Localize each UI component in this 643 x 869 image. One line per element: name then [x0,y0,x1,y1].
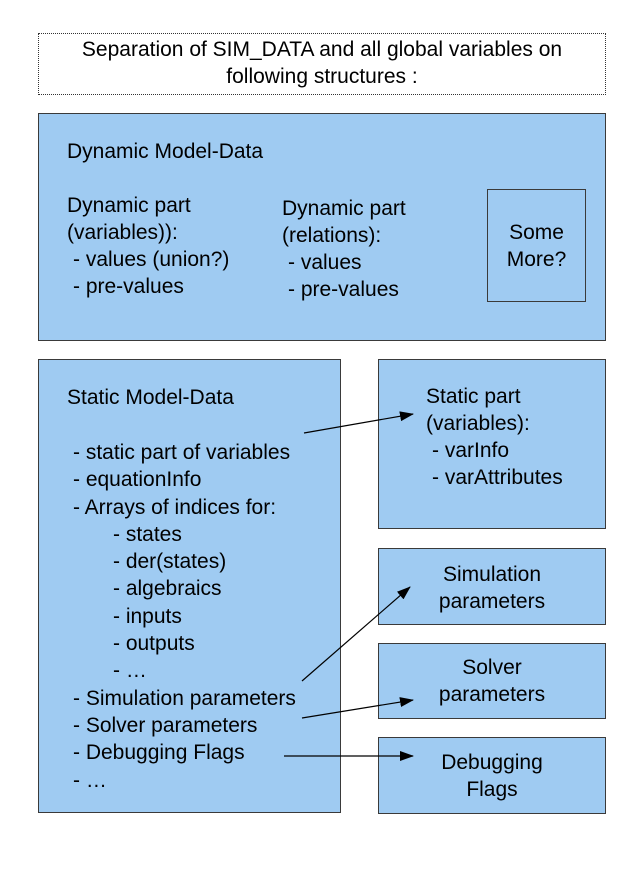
dynamic-vars-title-1: Dynamic part [67,194,191,217]
list-item: - … [113,659,147,683]
some-more-line-2: More? [506,248,567,271]
list-item: - der(states) [113,550,227,574]
list-item: - static part of variables [73,441,291,464]
some-more-line-1: Some [509,221,564,244]
title-line-1: Separation of SIM_DATA and all global va… [81,38,563,61]
list-item: - varInfo [432,439,510,462]
dynamic-vars-title-2: (variables)): [67,221,178,244]
dynamic-rels-title-2: (relations): [282,224,382,247]
dynamic-heading: Dynamic Model-Data [67,140,264,163]
dynamic-rels-title-1: Dynamic part [282,197,406,220]
list-item: - Simulation parameters [73,686,296,710]
debugging-flags-line-1: Debugging [441,751,543,774]
list-item: - varAttributes [432,466,563,490]
title-line-2: following structures : [226,65,418,88]
arrow-simulation-parameters [301,586,411,682]
solver-params-line-2: parameters [438,683,546,706]
title-box: Separation of SIM_DATA and all global va… [38,33,606,95]
static-list: - static part of variables - equationInf… [73,439,296,794]
solver-parameters-box: Solver parameters [378,643,606,719]
debugging-flags-box: Debugging Flags [378,737,606,814]
static-heading: Static Model-Data [67,386,234,409]
dynamic-model-data-box: Dynamic Model-Data Dynamic part (variabl… [38,113,606,341]
static-part-list: - varInfo - varAttributes [432,437,563,492]
list-item: - Debugging Flags [73,741,245,765]
list-item: - … [73,768,107,792]
list-item: - values [288,251,362,274]
simulation-params-line-1: Simulation [442,563,542,586]
static-part-title-1: Static part [426,385,521,408]
list-item: - Solver parameters [73,713,258,737]
dynamic-vars-list: - values (union?) - pre-values [73,246,229,301]
dynamic-rels-list: - values - pre-values [288,249,399,304]
static-model-data-box: Static Model-Data - static part of varia… [38,359,341,813]
some-more-box: Some More? [487,189,586,302]
list-item: - values (union?) [73,248,230,271]
simulation-parameters-box: Simulation parameters [378,548,606,625]
list-item: - pre-values [288,278,399,302]
list-item: - states [113,522,182,546]
simulation-params-line-2: parameters [438,590,546,613]
static-part-title-2: (variables): [426,412,530,435]
static-part-box: Static part (variables): - varInfo - var… [378,359,606,529]
list-item: - outputs [113,632,195,656]
list-item: - algebraics [113,577,222,601]
list-item: - equationInfo [73,468,202,492]
list-item: - inputs [113,604,182,628]
list-item: - Arrays of indices for: [73,495,277,519]
debugging-flags-line-2: Flags [466,778,518,801]
arrow-solver-parameters [301,697,414,719]
list-item: - pre-values [73,275,184,299]
arrow-static-part [303,411,414,434]
solver-params-line-1: Solver [462,656,522,679]
